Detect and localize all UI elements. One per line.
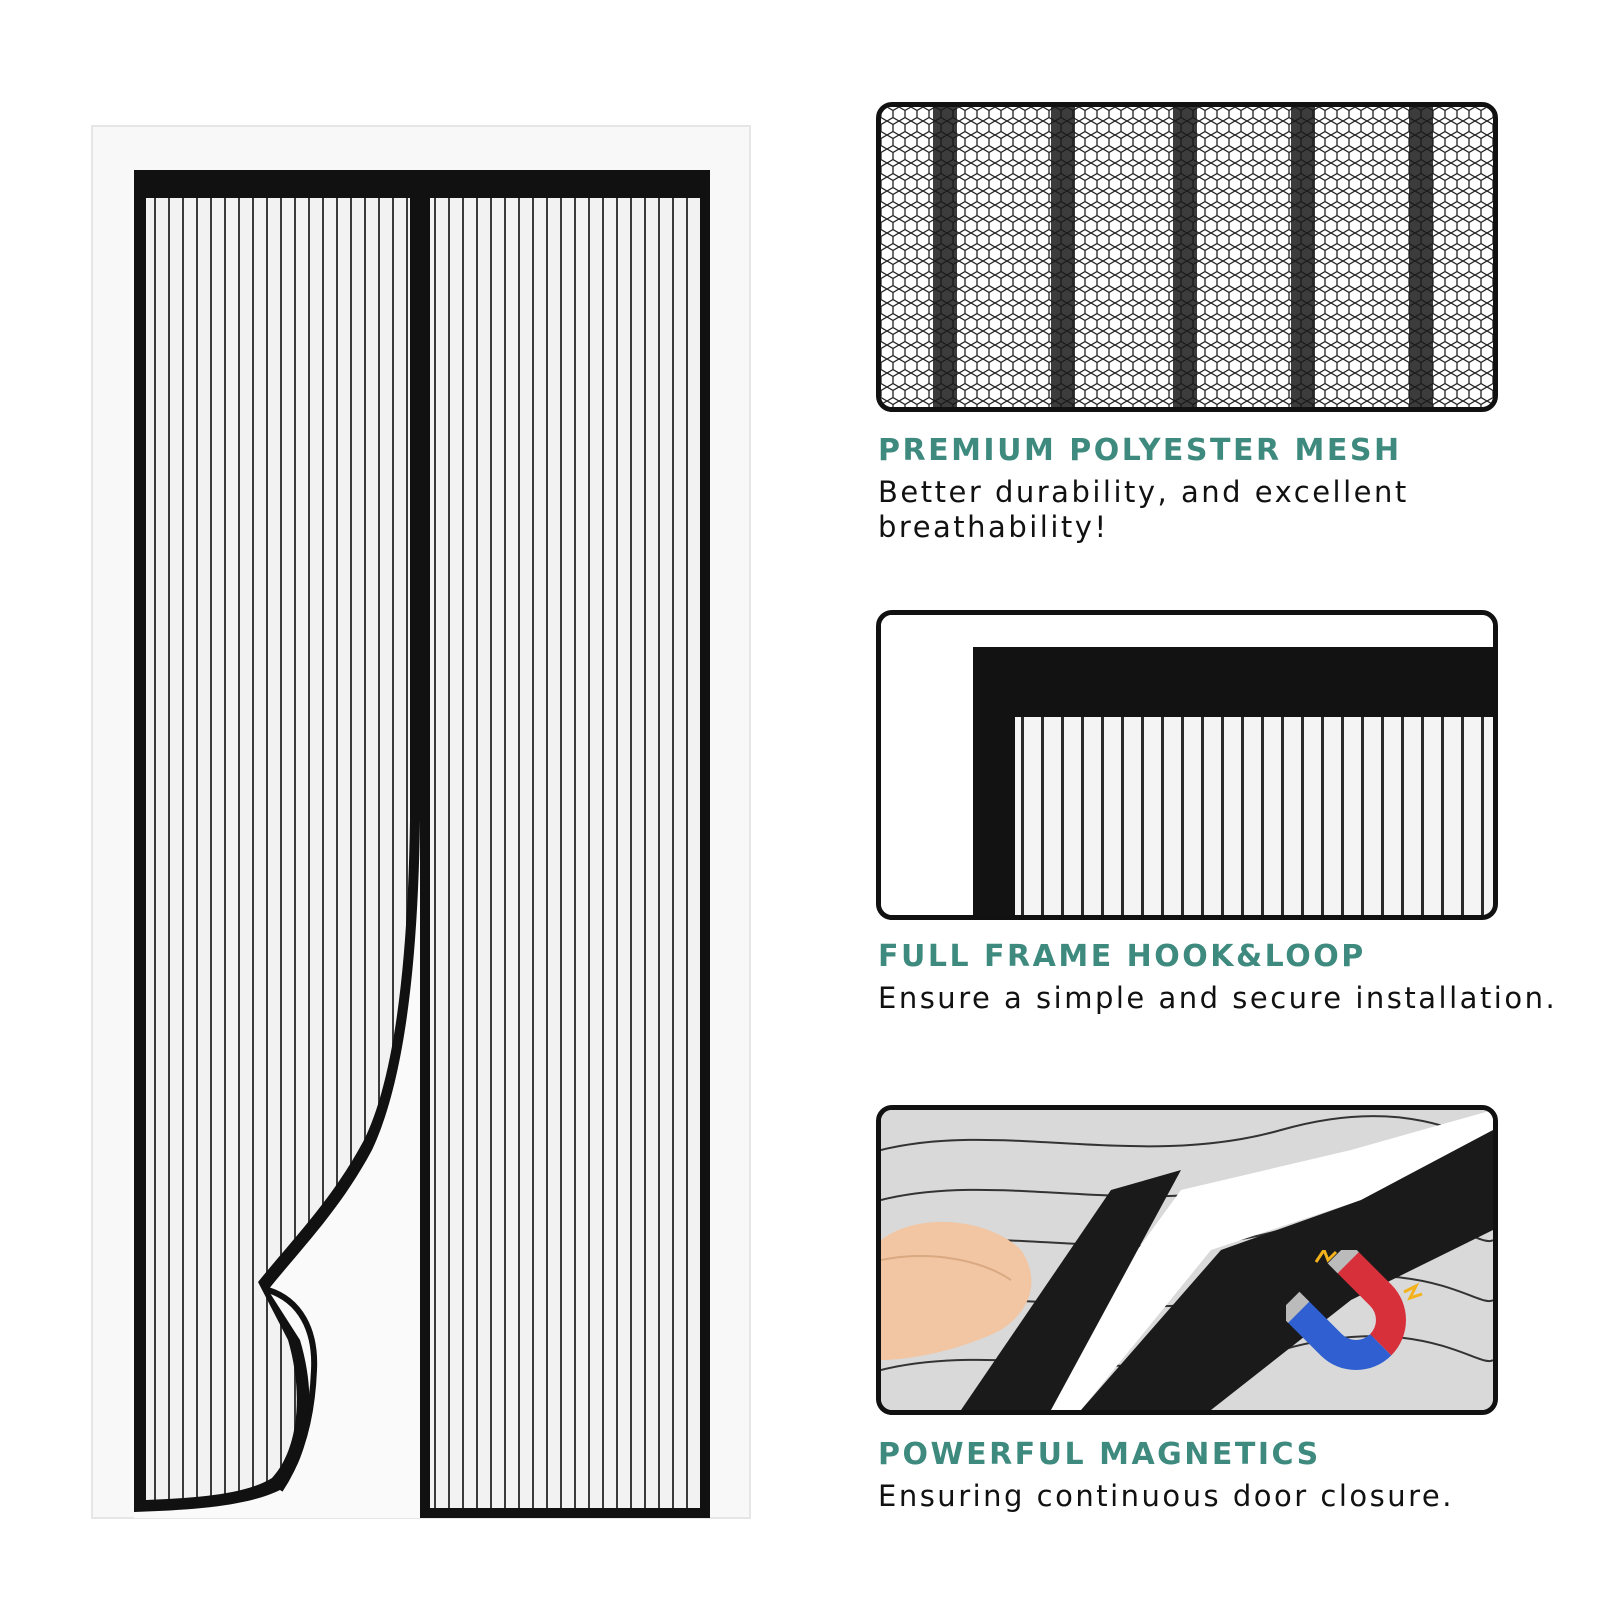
feature-description-mesh-line1: Better durability, and excellent: [878, 475, 1409, 509]
left-screen-panel: [134, 190, 420, 1512]
feature-description-magnetics: Ensuring continuous door closure.: [878, 1479, 1454, 1513]
magnetic-seam-closeup-image: [876, 1105, 1498, 1415]
frame-corner-closeup-image: [876, 610, 1498, 920]
feature-description-hook-loop: Ensure a simple and secure installation.: [878, 981, 1558, 1015]
feature-title-hook-loop: FULL FRAME HOOK&LOOP: [878, 939, 1366, 974]
feature-description-mesh-line2: breathability!: [878, 510, 1109, 544]
mesh-closeup-image: [876, 102, 1498, 412]
magnet-icon: [1286, 1250, 1423, 1370]
right-screen-panel: [420, 190, 710, 1518]
feature-title-mesh: PREMIUM POLYESTER MESH: [878, 433, 1402, 468]
screen-door-illustration: [0, 0, 800, 1600]
feature-title-magnetics: POWERFUL MAGNETICS: [878, 1437, 1321, 1472]
